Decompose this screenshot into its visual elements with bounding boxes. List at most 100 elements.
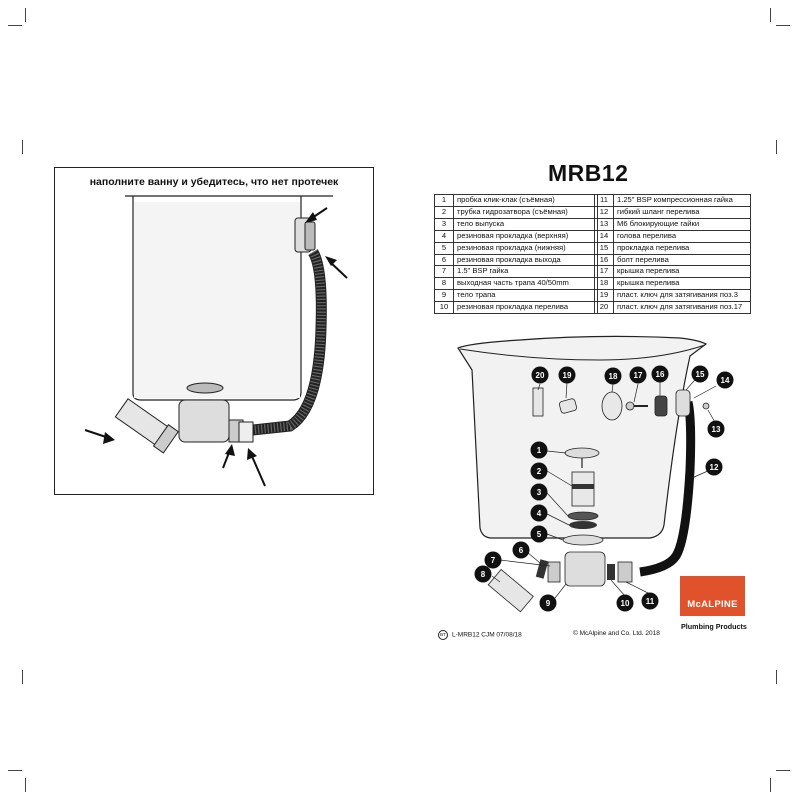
part-name: резиновая прокладка перелива xyxy=(453,301,598,315)
brand-subtitle: Plumbing Products xyxy=(681,622,747,631)
hose-nut xyxy=(238,421,254,443)
callout-19: 19 xyxy=(558,366,576,384)
overflow-cap xyxy=(304,221,316,251)
crop-mark xyxy=(770,8,771,22)
callout-4: 4 xyxy=(530,504,548,522)
svg-text:14: 14 xyxy=(721,376,730,385)
spanner-20 xyxy=(532,387,544,417)
trap-body-9 xyxy=(564,551,606,587)
overflow-cover-18 xyxy=(601,391,623,421)
lock-nut-13 xyxy=(702,402,710,410)
bath-water xyxy=(134,202,300,398)
callout-6: 6 xyxy=(512,541,530,559)
svg-text:6: 6 xyxy=(519,546,524,555)
click-clack-plug xyxy=(186,382,224,394)
left-instruction-panel: наполните ванну и убедитесь, что нет про… xyxy=(54,167,374,495)
svg-text:11: 11 xyxy=(646,597,655,606)
svg-text:20: 20 xyxy=(536,371,545,380)
callout-20: 20 xyxy=(531,366,549,384)
callout-7: 7 xyxy=(484,551,502,569)
svg-text:15: 15 xyxy=(696,370,705,379)
svg-text:1: 1 xyxy=(537,446,542,455)
callout-9: 9 xyxy=(539,594,557,612)
doc-ref-text: L-MRB12 CJM 07/08/18 xyxy=(452,631,522,639)
brand-name: McALPINE xyxy=(687,599,738,610)
crop-mark xyxy=(8,25,22,26)
svg-text:2: 2 xyxy=(537,467,542,476)
compression-nut-11 xyxy=(617,561,633,583)
crop-mark xyxy=(8,770,22,771)
callout-8: 8 xyxy=(474,565,492,583)
svg-text:19: 19 xyxy=(563,371,572,380)
svg-text:17: 17 xyxy=(634,371,643,380)
callout-14: 14 xyxy=(716,371,734,389)
waste-body-3 xyxy=(567,511,599,521)
panel-heading: наполните ванну и убедитесь, что нет про… xyxy=(89,176,339,188)
gasket-lower-5 xyxy=(562,534,604,546)
crop-mark xyxy=(776,140,777,154)
svg-text:4: 4 xyxy=(537,509,542,518)
svg-text:7: 7 xyxy=(491,556,496,565)
callout-5: 5 xyxy=(530,525,548,543)
svg-text:16: 16 xyxy=(656,370,665,379)
outlet-nut xyxy=(152,424,179,454)
crop-mark xyxy=(776,670,777,684)
crop-mark xyxy=(25,778,26,792)
outlet-pipe-8 xyxy=(487,568,534,613)
svg-text:3: 3 xyxy=(537,488,542,497)
svg-text:8: 8 xyxy=(481,570,486,579)
overflow-gasket-16 xyxy=(654,395,668,417)
footer-mark: BT xyxy=(438,630,448,640)
gasket-upper-4 xyxy=(569,521,597,529)
crop-mark xyxy=(22,670,23,684)
part-name: пласт. ключ для затягивания поз.17 xyxy=(613,301,751,315)
svg-text:13: 13 xyxy=(712,425,721,434)
part-name: прокладка перелива xyxy=(613,241,751,255)
callout-17: 17 xyxy=(629,366,647,384)
overflow-hose-ribs xyxy=(252,249,326,435)
callout-10: 10 xyxy=(616,594,634,612)
spanner-19 xyxy=(558,398,578,414)
crop-mark xyxy=(776,770,790,771)
crop-mark xyxy=(25,8,26,22)
brand-logo: McALPINE xyxy=(680,576,745,616)
click-clack-plug-1 xyxy=(564,447,600,459)
bath-shell xyxy=(457,335,708,539)
bath-rim-inner xyxy=(459,344,706,361)
callout-2: 2 xyxy=(530,462,548,480)
callout-12: 12 xyxy=(705,458,723,476)
callout-15: 15 xyxy=(691,365,709,383)
svg-text:12: 12 xyxy=(710,463,719,472)
crop-mark xyxy=(22,140,23,154)
copyright-notice: © McAlpine and Co. Ltd. 2018 xyxy=(573,630,660,637)
document-reference: BT L-MRB12 CJM 07/08/18 xyxy=(438,630,522,640)
overflow-hose xyxy=(639,401,696,577)
crop-mark xyxy=(776,25,790,26)
bath-leak-test-diagram xyxy=(84,195,348,487)
callout-16: 16 xyxy=(651,365,669,383)
callout-18: 18 xyxy=(604,367,622,385)
svg-text:10: 10 xyxy=(621,599,630,608)
leader-lines xyxy=(491,373,717,599)
overflow-head-15 xyxy=(675,389,691,417)
callout-11: 11 xyxy=(641,592,659,610)
trap-gasket-10 xyxy=(607,564,615,580)
svg-text:9: 9 xyxy=(546,599,551,608)
svg-text:5: 5 xyxy=(537,530,542,539)
callout-1: 1 xyxy=(530,441,548,459)
model-title: MRB12 xyxy=(548,160,629,186)
leak-check-arrows xyxy=(84,207,348,487)
callout-3: 3 xyxy=(530,483,548,501)
svg-text:18: 18 xyxy=(609,372,618,381)
